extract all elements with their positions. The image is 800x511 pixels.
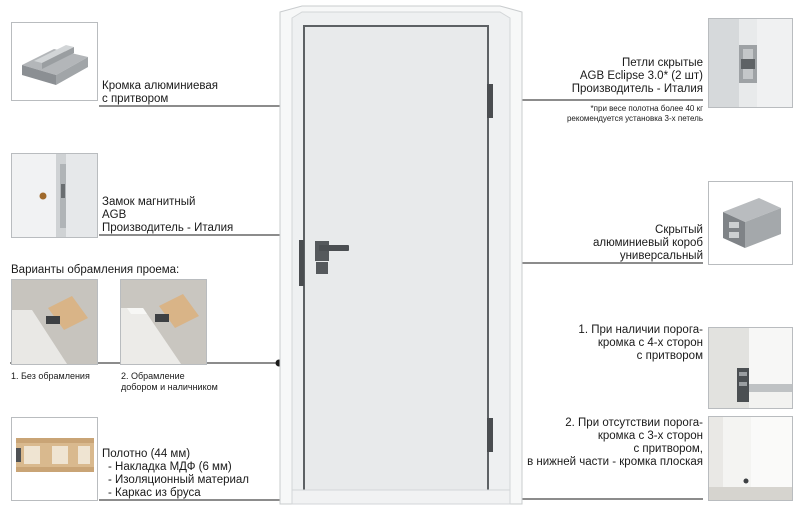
framing-option2-line: добором и наличником xyxy=(121,382,218,392)
aluminum-edge-line: Кромка алюминиевая xyxy=(102,80,218,92)
framing-option1-thumbnail xyxy=(11,279,98,365)
door-leaf-line: - Каркас из бруса xyxy=(108,487,201,499)
hidden-box-line: универсальный xyxy=(619,250,703,262)
hidden-hinges-line: Производитель - Италия xyxy=(571,83,703,95)
framing-option1-caption: 1. Без обрамления xyxy=(11,371,90,382)
hidden-box-thumbnail xyxy=(708,181,793,265)
threshold-present-line: кромка с 4-х сторон xyxy=(597,337,703,349)
upper-hinge xyxy=(487,84,493,118)
threshold-absent-label: 2. При отсутствии порога- кромка с 3-х с… xyxy=(527,417,703,469)
lock-escutcheon xyxy=(316,262,328,274)
door-leaf-section-thumbnail xyxy=(11,417,98,501)
magnetic-lock-label: Замок магнитный AGB Производитель - Итал… xyxy=(102,196,233,235)
lock-faceplate xyxy=(299,240,304,286)
threshold-absent-thumbnail xyxy=(708,416,793,501)
magnetic-lock-line: Производитель - Италия xyxy=(102,222,234,234)
hidden-hinges-note-line: рекомендуется установка 3-х петель xyxy=(566,114,703,123)
handle-lever xyxy=(319,245,349,251)
hidden-hinges-note-line: *при весе полотна более 40 кг xyxy=(590,104,703,113)
threshold-present-line: 1. При наличии порога- xyxy=(578,324,703,336)
hidden-hinges-label: Петли скрытые AGB Eclipse 3.0* (2 шт) Пр… xyxy=(572,57,703,96)
hidden-hinges-note: *при весе полотна более 40 кг рекомендуе… xyxy=(567,104,703,124)
aluminum-edge-label: Кромка алюминиевая с притвором xyxy=(102,80,218,106)
threshold-absent-line: 2. При отсутствии порога- xyxy=(565,417,703,429)
magnetic-lock-line: Замок магнитный xyxy=(102,196,196,208)
framing-option2-line: 2. Обрамление xyxy=(121,371,185,381)
framing-option1-line: 1. Без обрамления xyxy=(11,371,90,381)
framing-variants-title: Варианты обрамления проема: xyxy=(11,264,180,276)
aluminum-edge-thumbnail xyxy=(11,22,98,101)
door-leaf-line: - Изоляционный материал xyxy=(108,474,250,486)
hidden-hinges-line: AGB Eclipse 3.0* (2 шт) xyxy=(579,70,703,82)
hidden-box-line: Скрытый xyxy=(655,224,703,236)
threshold-absent-line: с притвором, xyxy=(633,443,703,455)
aluminum-edge-line: с притвором xyxy=(102,93,169,105)
door-leaf-label: Полотно (44 мм) - Накладка МДФ (6 мм) - … xyxy=(102,448,249,500)
hidden-box-line: алюминиевый короб xyxy=(592,237,703,249)
hidden-hinges-line: Петли скрытые xyxy=(622,57,703,69)
threshold-absent-line: кромка с 3-х сторон xyxy=(597,430,703,442)
door-drawing xyxy=(279,5,523,505)
lower-hinge xyxy=(487,418,493,452)
door-leaf-line: Полотно (44 мм) xyxy=(102,448,191,460)
framing-option2-caption: 2. Обрамление добором и наличником xyxy=(121,371,218,393)
door-leaf xyxy=(303,25,489,499)
framing-option2-thumbnail xyxy=(120,279,207,365)
magnetic-lock-line: AGB xyxy=(102,209,127,221)
threshold-present-label: 1. При наличии порога- кромка с 4-х стор… xyxy=(578,324,703,363)
threshold-present-line: с притвором xyxy=(636,350,703,362)
threshold-absent-line: в нижней части - кромка плоская xyxy=(527,456,703,468)
hidden-hinge-thumbnail xyxy=(708,18,793,108)
door-leaf-line: - Накладка МДФ (6 мм) xyxy=(108,461,232,473)
threshold-present-thumbnail xyxy=(708,327,793,409)
magnetic-lock-thumbnail xyxy=(11,153,98,238)
hidden-box-label: Скрытый алюминиевый короб универсальный xyxy=(593,224,703,263)
